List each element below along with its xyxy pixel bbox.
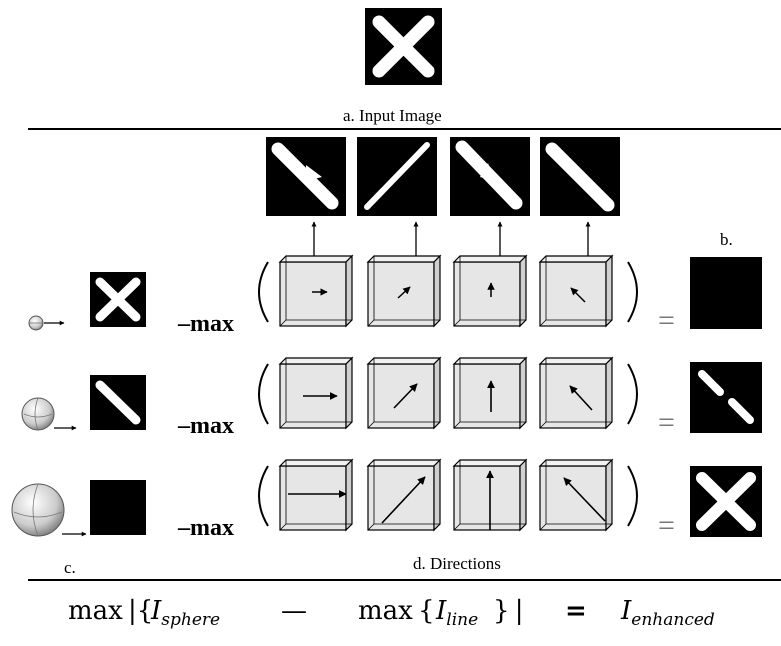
directions-caption: d. Directions	[413, 554, 501, 573]
direction-output-2	[357, 137, 437, 216]
formula-i-line: Iline	[436, 596, 479, 631]
top-divider	[28, 128, 781, 130]
minus-max-row3: –max	[178, 515, 234, 541]
enhanced-result-row3	[690, 466, 762, 537]
b-label: b.	[720, 230, 733, 249]
formula-max-abs: max |{	[68, 596, 154, 626]
bottom-divider	[28, 579, 781, 581]
direction-output-4	[540, 137, 620, 216]
input-image-caption: a. Input Image	[343, 106, 442, 125]
enhanced-result-row2	[690, 362, 762, 433]
formula-minus: —	[281, 596, 307, 626]
equals-row1: =	[658, 304, 675, 337]
enhanced-result-row1	[690, 257, 762, 329]
equals-row3: =	[658, 509, 675, 542]
equals-row2: =	[658, 406, 675, 439]
formula-i-sphere: Isphere	[151, 596, 221, 631]
direction-output-3	[450, 137, 530, 216]
formula-i-enhanced: Ienhanced	[621, 596, 715, 631]
sphere-response-row1	[90, 272, 146, 327]
sphere-response-row2	[90, 375, 146, 430]
direction-output-1	[266, 137, 346, 216]
sphere-response-row3	[90, 480, 146, 535]
formula: max |{ Isphere — max { Iline } | = Ienha…	[68, 596, 778, 636]
input-image	[365, 8, 442, 85]
formula-equals: =	[565, 596, 587, 626]
minus-max-row2: –max	[178, 413, 234, 439]
formula-close: } |	[493, 596, 524, 626]
minus-max-row1: –max	[178, 311, 234, 337]
formula-max: max {	[358, 596, 435, 626]
c-label: c.	[64, 558, 76, 577]
